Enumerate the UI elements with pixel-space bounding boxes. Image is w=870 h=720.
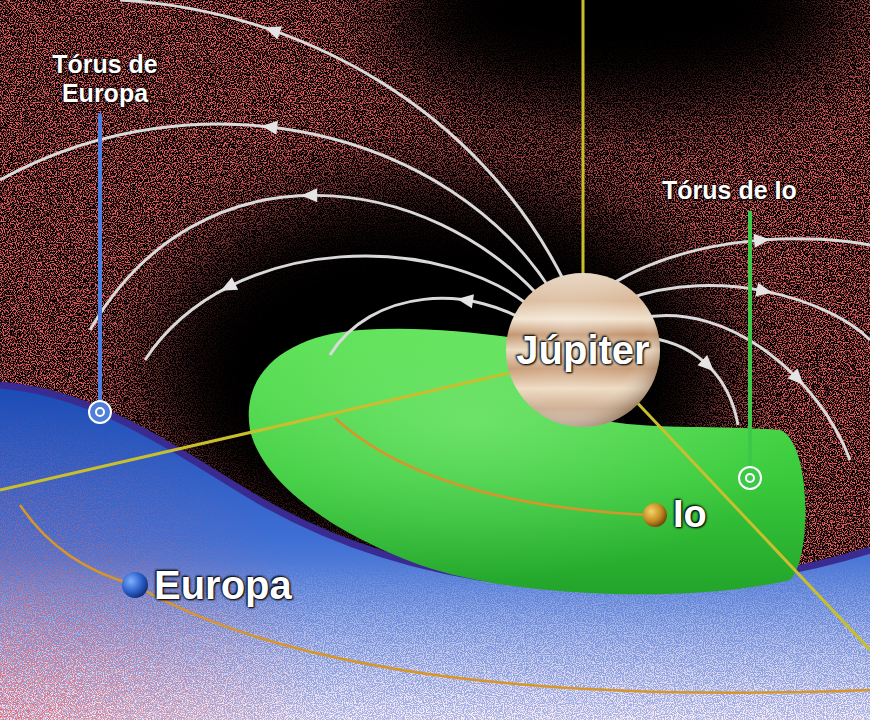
callout-marker: [96, 408, 104, 416]
field-arrow: [755, 283, 773, 300]
field-arrow: [218, 277, 239, 297]
field-line: [650, 338, 738, 425]
field-line: [145, 256, 540, 360]
rotation-axis: [582, 0, 585, 273]
field-arrow: [260, 119, 277, 135]
leader-line: [98, 114, 102, 402]
moon: Europa: [122, 562, 292, 608]
callout-marker: [739, 467, 761, 489]
field-arrow: [787, 369, 808, 390]
callout-marker: [746, 474, 754, 482]
planet-name: Júpiter: [516, 328, 649, 372]
plane-line: [0, 373, 509, 490]
moon: Io: [643, 493, 707, 537]
field-lines: [0, 0, 870, 460]
planet-shading: [506, 273, 660, 427]
field-line: [640, 315, 850, 460]
io-orbit: [335, 418, 650, 515]
text-holder: Io: [673, 493, 707, 537]
planet: Júpiter: [506, 273, 660, 427]
field-arrow: [754, 232, 771, 247]
field-line: [625, 286, 870, 340]
field-arrow: [698, 355, 719, 376]
torus-label: Tórus de Io: [662, 176, 797, 205]
moon-name: Io: [673, 493, 707, 537]
planet-disc: [506, 273, 660, 427]
torus-shine: [249, 329, 806, 595]
moon-sphere: [122, 572, 148, 598]
text-holder: Europa: [154, 562, 292, 608]
moon-shape: [122, 572, 148, 598]
callout-marker: [89, 401, 111, 423]
io-torus: [249, 329, 806, 595]
field-arrow: [456, 292, 474, 308]
plane-line: [638, 404, 870, 651]
field-arrow: [262, 21, 282, 40]
text-holder: Júpiter: [506, 273, 660, 427]
field-line: [90, 195, 545, 330]
moon-shape: [643, 503, 667, 527]
field-arrow: [301, 188, 317, 202]
field-line: [610, 239, 870, 285]
torus-label: Tórus de Europa: [38, 50, 172, 108]
moon-sphere: [643, 503, 667, 527]
moon-name: Europa: [154, 562, 292, 608]
leader-line: [748, 211, 752, 467]
